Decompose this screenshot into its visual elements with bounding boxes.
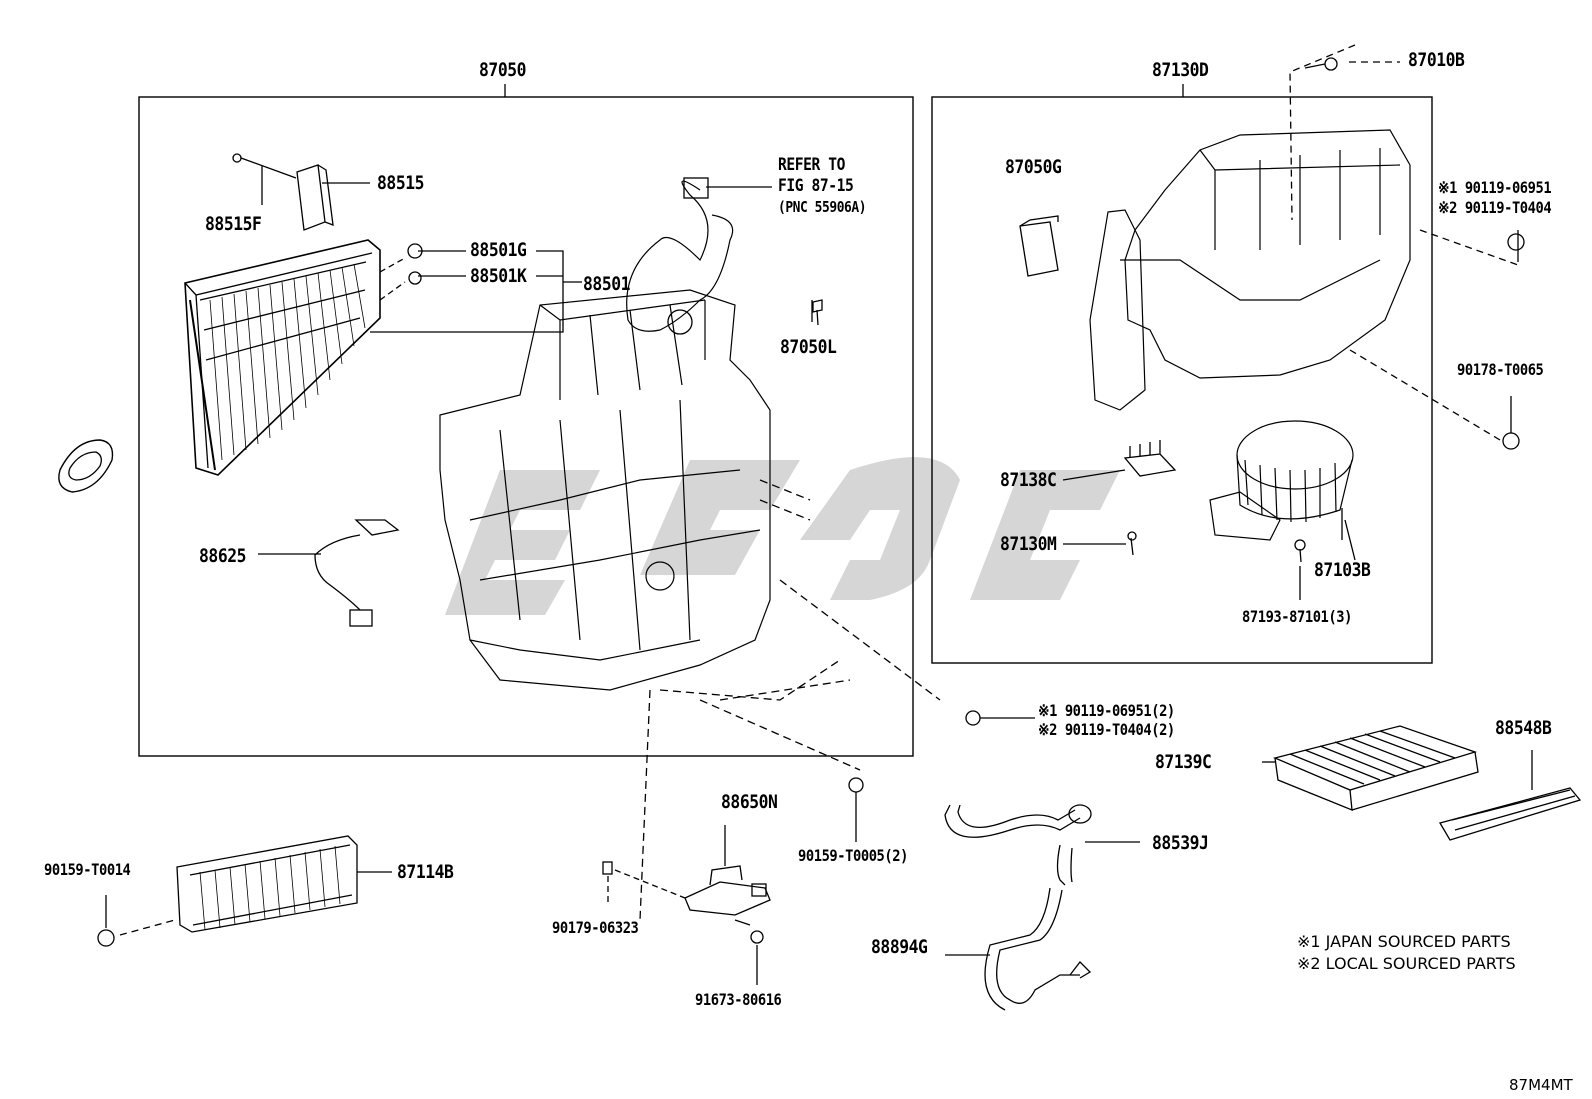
- label-87050G[interactable]: 87050G: [1005, 156, 1062, 178]
- evaporator-core-drawing: [184, 239, 381, 476]
- label-87139C[interactable]: 87139C: [1155, 751, 1212, 773]
- refer-line-3: (PNC 55906A): [778, 198, 867, 216]
- note-local-sourced: ※2 LOCAL SOURCED PARTS: [1297, 954, 1516, 973]
- label-87050[interactable]: 87050: [479, 59, 527, 81]
- bracket-88650N-drawing: [602, 825, 771, 985]
- label-87138C[interactable]: 87138C: [1000, 469, 1057, 491]
- box-87050: [138, 96, 914, 757]
- part-90119-T0404: 90119-T0404: [1464, 198, 1552, 217]
- refer-line-2: FIG 87-15: [778, 176, 854, 196]
- refer-line-1: REFER TO: [778, 155, 845, 175]
- mark-2: ※2: [1038, 720, 1057, 739]
- diagram-code: 87M4MT: [1509, 1076, 1573, 1094]
- label-90119-T0404-top[interactable]: ※2 90119-T0404: [1438, 198, 1552, 218]
- label-88539J[interactable]: 88539J: [1152, 832, 1209, 854]
- part-90119-T0404-2: 90119-T0404(2): [1064, 720, 1175, 739]
- label-87130M[interactable]: 87130M: [1000, 533, 1057, 555]
- expansion-valve-drawing: [232, 153, 334, 231]
- hose-88894G-drawing: [945, 887, 1092, 1011]
- grommet-drawing: [58, 439, 114, 493]
- label-88548B[interactable]: 88548B: [1495, 717, 1552, 739]
- label-88501K[interactable]: 88501K: [470, 265, 527, 287]
- mark-2: ※2: [1438, 198, 1457, 217]
- label-87010B[interactable]: 87010B: [1408, 49, 1465, 71]
- label-88501G[interactable]: 88501G: [470, 239, 527, 261]
- label-87114B[interactable]: 87114B: [397, 861, 454, 883]
- blower-motor-drawing: [1209, 420, 1354, 541]
- cabin-filter-drawing: [1262, 725, 1479, 812]
- label-88894G[interactable]: 88894G: [871, 936, 928, 958]
- label-90159-T0005[interactable]: 90159-T0005(2): [798, 846, 908, 865]
- drain-hose-drawing: [944, 804, 1140, 886]
- label-90119-06951-top[interactable]: ※1 90119-06951: [1438, 178, 1552, 198]
- label-87193-87101[interactable]: 87193-87101(3): [1242, 607, 1352, 626]
- box-87130D: [931, 96, 1433, 664]
- label-88650N[interactable]: 88650N: [721, 791, 778, 813]
- sensor-88625-drawing: [314, 519, 400, 627]
- label-88501[interactable]: 88501: [583, 273, 631, 295]
- heater-unit-drawing: [439, 289, 771, 691]
- label-88625[interactable]: 88625: [199, 545, 247, 567]
- note-japan-sourced: ※1 JAPAN SOURCED PARTS: [1297, 932, 1511, 951]
- label-88515[interactable]: 88515: [377, 172, 425, 194]
- label-87130D[interactable]: 87130D: [1152, 59, 1209, 81]
- heater-core-drawing: [97, 835, 392, 947]
- label-90178-T0065[interactable]: 90178-T0065: [1457, 360, 1544, 379]
- watermark-logo: [445, 457, 1120, 615]
- part-90119-06951: 90119-06951: [1464, 178, 1552, 197]
- mark-1: ※1: [1438, 178, 1457, 197]
- mark-1: ※1: [1038, 701, 1057, 720]
- label-87103B[interactable]: 87103B: [1314, 559, 1371, 581]
- label-90159-T0014[interactable]: 90159-T0014: [44, 860, 131, 879]
- label-90119-06951-2[interactable]: ※1 90119-06951(2): [1038, 701, 1175, 721]
- label-88515F[interactable]: 88515F: [205, 213, 262, 235]
- wire-harness-drawing: [626, 177, 734, 335]
- label-90119-T0404-2[interactable]: ※2 90119-T0404(2): [1038, 720, 1175, 740]
- label-87050L[interactable]: 87050L: [780, 336, 837, 358]
- filter-cover-drawing: [1439, 750, 1582, 841]
- blower-case-drawing: [1089, 129, 1411, 411]
- part-90119-06951-2: 90119-06951(2): [1064, 701, 1175, 720]
- label-90179-06323[interactable]: 90179-06323: [552, 918, 639, 937]
- label-91673-80616[interactable]: 91673-80616: [695, 990, 782, 1009]
- refer-to-note[interactable]: REFER TO FIG 87-15 (PNC 55906A): [778, 155, 866, 218]
